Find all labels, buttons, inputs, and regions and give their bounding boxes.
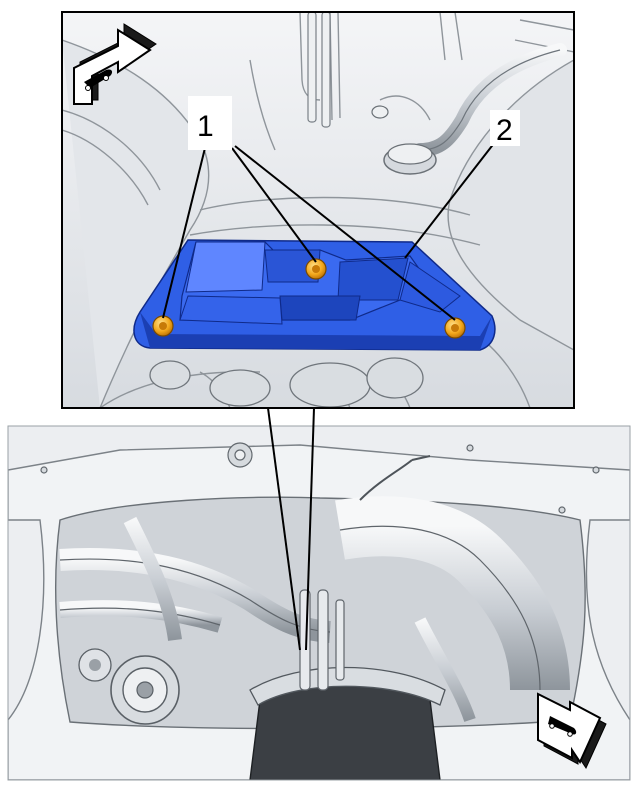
mounting-nut-right <box>444 317 466 339</box>
mounting-nut-left <box>152 315 174 337</box>
callout-2-label-bg <box>490 110 520 146</box>
vehicle-direction-arrow-icon <box>537 692 607 770</box>
overview-panel <box>7 425 631 781</box>
callout-2-label: 2 <box>496 114 513 147</box>
body-fasteners <box>40 442 600 514</box>
detail-view-panel: 1 2 <box>61 11 575 409</box>
mounting-nut-center <box>305 258 327 280</box>
detail-panel-frame <box>61 11 575 409</box>
control-module <box>133 239 496 351</box>
callout-2-leader <box>404 141 496 259</box>
callout-1-leaders <box>162 145 456 321</box>
vehicle-forward-arrow-icon <box>73 23 157 105</box>
belt-pulley <box>78 648 180 725</box>
intake-pipes <box>59 496 570 722</box>
callout-1-label-bg <box>188 96 232 150</box>
reservoir-cap <box>371 105 437 175</box>
air-intake-duct <box>249 666 446 780</box>
zoom-connector <box>267 407 315 651</box>
callout-1-label: 1 <box>197 110 214 143</box>
overview-panel-frame <box>7 425 631 781</box>
intake-components <box>149 357 424 408</box>
